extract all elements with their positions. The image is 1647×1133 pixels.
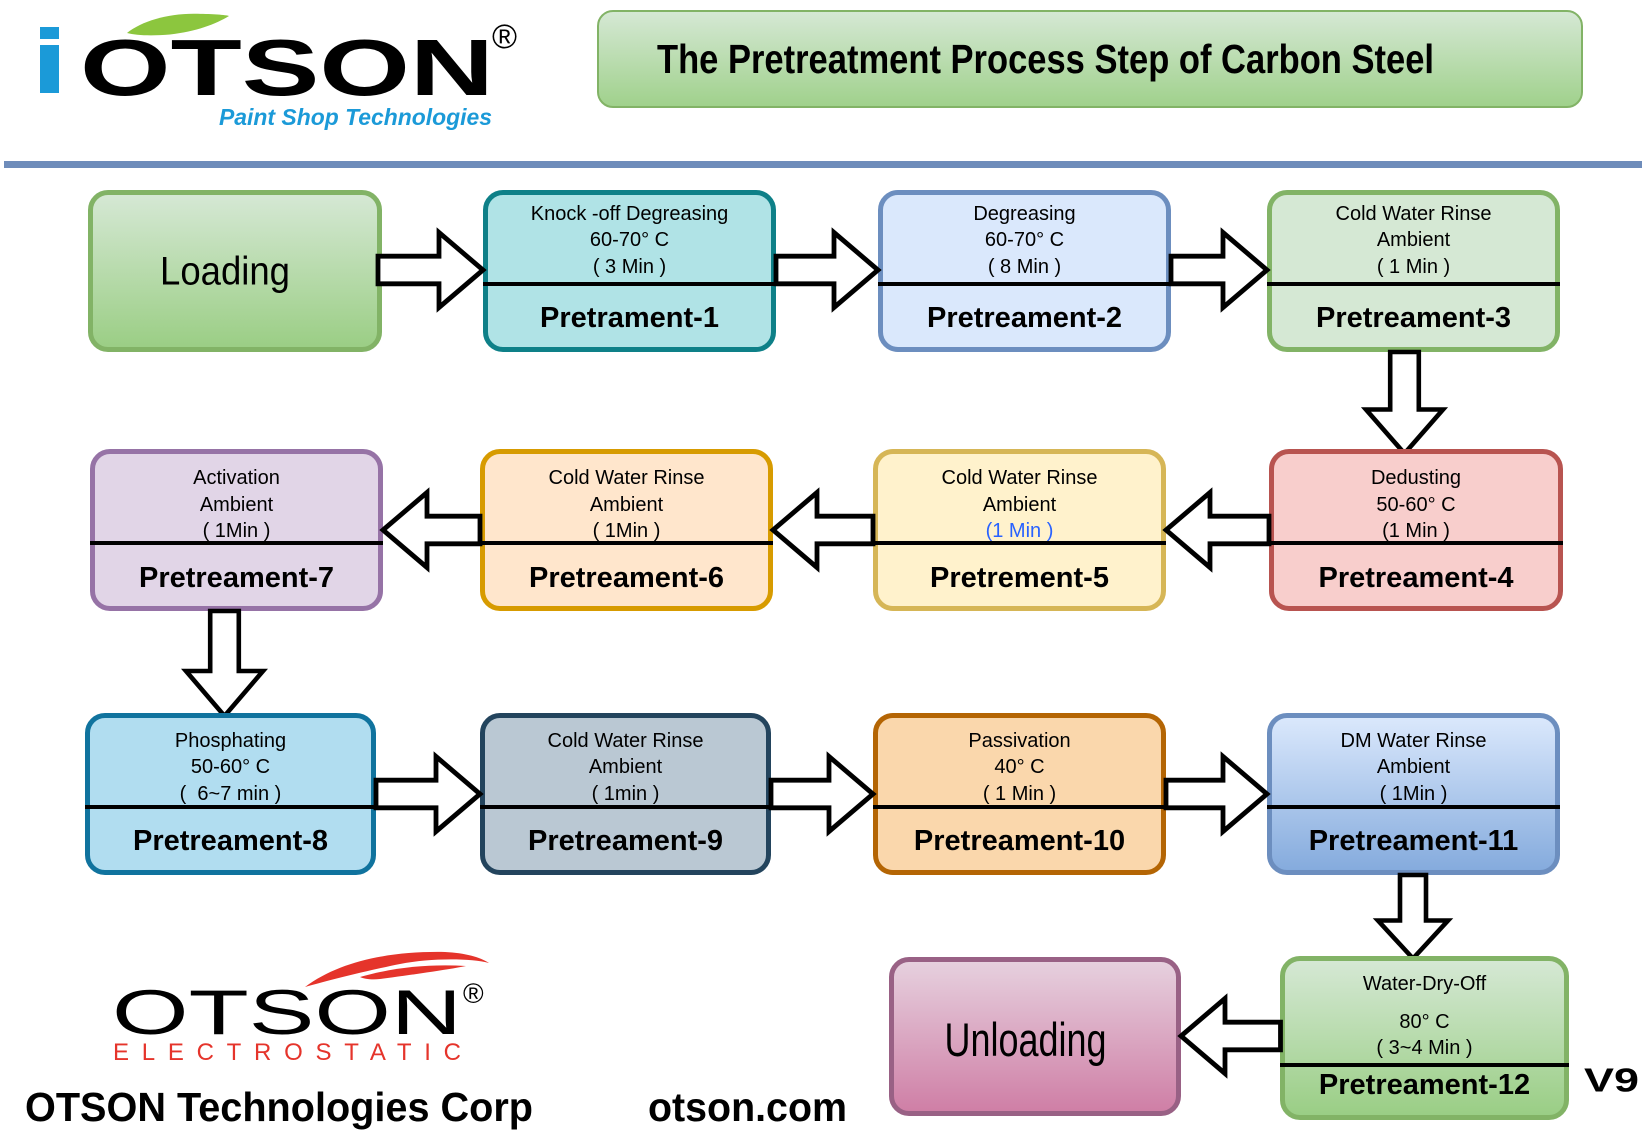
svg-text:®: ® <box>463 978 484 1009</box>
svg-text:Loading: Loading <box>160 249 290 293</box>
svg-text:®: ® <box>492 18 517 56</box>
svg-text:Paint Shop Technologies: Paint Shop Technologies <box>219 104 492 130</box>
svg-text:OTSON: OTSON <box>80 23 494 112</box>
svg-text:OTSON: OTSON <box>112 978 462 1048</box>
svg-text:otson.com: otson.com <box>648 1084 847 1130</box>
svg-text:The Pretreatment Process Step: The Pretreatment Process Step of Carbon … <box>657 36 1434 82</box>
svg-text:ELECTROSTATIC: ELECTROSTATIC <box>113 1039 461 1066</box>
svg-text:Unloading: Unloading <box>944 1013 1106 1066</box>
svg-text:V9: V9 <box>1584 1062 1639 1099</box>
svg-text:OTSON Technologies Corp: OTSON Technologies Corp <box>25 1084 533 1130</box>
